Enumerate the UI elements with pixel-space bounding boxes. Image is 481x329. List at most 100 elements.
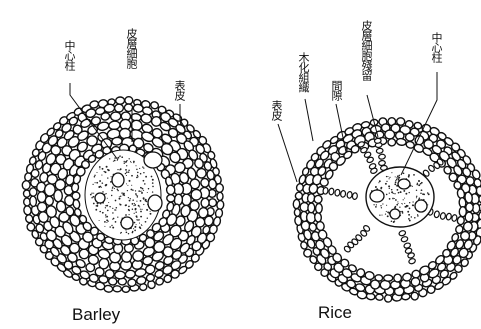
barley-stele-dot xyxy=(136,169,137,170)
barley-stele-dot xyxy=(136,224,137,225)
barley-stele-dot xyxy=(119,155,120,156)
rice-stele-dot xyxy=(395,181,397,183)
rice-cell xyxy=(385,130,395,139)
rice-stele-dot xyxy=(387,215,389,217)
barley-stele-dot xyxy=(107,210,109,212)
rice-stele-dot xyxy=(400,191,402,193)
barley-stele-dot xyxy=(141,209,142,210)
barley-stele-dot xyxy=(99,220,100,221)
rice-strand-cell xyxy=(340,190,346,197)
barley-stele-dot xyxy=(140,211,142,213)
barley-stele-dot xyxy=(119,196,120,197)
rice-stele-dot xyxy=(408,176,410,178)
barley-stele-dot xyxy=(105,171,107,173)
rice-cell xyxy=(314,195,323,204)
rice-stele-dot xyxy=(375,186,377,188)
rice-label-cortex-remnant: 皮層細胞殘留 xyxy=(361,20,372,80)
rice-stele-dot xyxy=(373,204,374,205)
barley-cell xyxy=(25,214,34,223)
barley-cell xyxy=(216,200,224,209)
barley-stele-dot xyxy=(105,207,106,208)
barley-stele-dot xyxy=(138,205,140,207)
barley-stele-dot xyxy=(129,180,131,182)
barley-stele-dot xyxy=(140,187,141,188)
rice-stele-dot xyxy=(395,199,397,201)
rice-stele-dot xyxy=(397,175,399,177)
rice-stele-dot xyxy=(381,207,382,208)
barley-stele-dot xyxy=(93,203,95,205)
barley-stele-dot xyxy=(117,189,119,191)
rice-stele-dot xyxy=(391,221,393,223)
barley-cell xyxy=(113,286,122,292)
barley-stele-dot xyxy=(115,200,117,202)
rice-strand-cell xyxy=(374,138,381,144)
barley-stele-dot xyxy=(124,195,125,196)
barley-stele-dot xyxy=(101,175,102,176)
barley-stele-dot xyxy=(131,189,133,191)
rice-stele-dot xyxy=(389,178,390,179)
barley-stele-dot xyxy=(125,230,126,231)
barley-stele-dot xyxy=(137,175,138,176)
rice-stele-dot xyxy=(406,205,408,207)
rice-stele-dot xyxy=(385,214,386,215)
barley-stele-dot xyxy=(146,209,148,211)
barley-stele-dot xyxy=(135,211,136,212)
rice-stele-dot xyxy=(412,205,414,207)
rice-cell xyxy=(294,209,300,217)
barley-stele-dot xyxy=(140,209,141,210)
barley-cell xyxy=(29,196,36,207)
rice-stele-dot xyxy=(386,181,387,182)
rice-stele-dot xyxy=(380,188,381,189)
barley-stele-dot xyxy=(134,204,136,206)
rice-stele-dot xyxy=(376,204,377,205)
rice-stele-dot xyxy=(375,206,377,208)
barley-stele-dot xyxy=(125,204,127,206)
barley-label-stele: 中心柱 xyxy=(64,40,75,70)
barley-stele-dot xyxy=(94,176,96,178)
barley-stele-dot xyxy=(140,173,142,175)
barley-stele-dot xyxy=(121,156,123,158)
barley-cell xyxy=(200,178,209,188)
rice-stele-dot xyxy=(397,201,398,202)
rice-stele-dot xyxy=(398,203,399,204)
barley-stele-dot xyxy=(130,161,131,162)
barley-stele-dot xyxy=(104,226,105,227)
rice-stele-dot xyxy=(399,175,401,177)
barley-cell xyxy=(23,205,32,215)
barley-stele-dot xyxy=(92,184,93,185)
barley-stele-dot xyxy=(131,185,132,186)
barley-stele-dot xyxy=(112,208,113,209)
rice-stele-dot xyxy=(407,211,409,213)
rice-stele-dot xyxy=(379,180,381,182)
barley-stele-dot xyxy=(93,193,94,194)
barley-stele-dot xyxy=(107,198,108,199)
rice-stele-dot xyxy=(382,203,383,204)
barley-stele-dot xyxy=(105,214,107,216)
rice-stele-dot xyxy=(402,203,403,204)
barley-stele-dot xyxy=(142,166,143,167)
barley-stele-dot xyxy=(95,182,96,183)
rice-stele-dot xyxy=(409,208,411,210)
barley-stele-dot xyxy=(108,169,110,171)
rice-stele-dot xyxy=(423,193,425,195)
barley-stele-dot xyxy=(106,222,107,223)
rice-stele-dot xyxy=(391,189,392,190)
barley-stele-dot xyxy=(95,209,97,211)
barley-stele-dot xyxy=(102,182,104,184)
barley-stele-dot xyxy=(114,160,116,162)
rice-stele-dot xyxy=(403,190,405,192)
barley-stele-dot xyxy=(131,175,133,177)
barley-stele-dot xyxy=(147,218,148,219)
rice-strand-cell xyxy=(440,212,446,220)
barley-stele-dot xyxy=(139,223,140,224)
rice-stele-dot xyxy=(416,197,417,198)
rice-stele-dot xyxy=(386,176,387,177)
barley-stele-dot xyxy=(143,167,144,168)
barley-cell xyxy=(155,277,165,286)
rice-stele-dot xyxy=(420,183,422,185)
rice-stele-dot xyxy=(381,215,382,216)
rice-stele-dot xyxy=(380,205,381,206)
rice-stele-dot xyxy=(409,202,410,203)
barley-stele-dot xyxy=(105,184,107,186)
barley-stele-dot xyxy=(136,177,138,179)
